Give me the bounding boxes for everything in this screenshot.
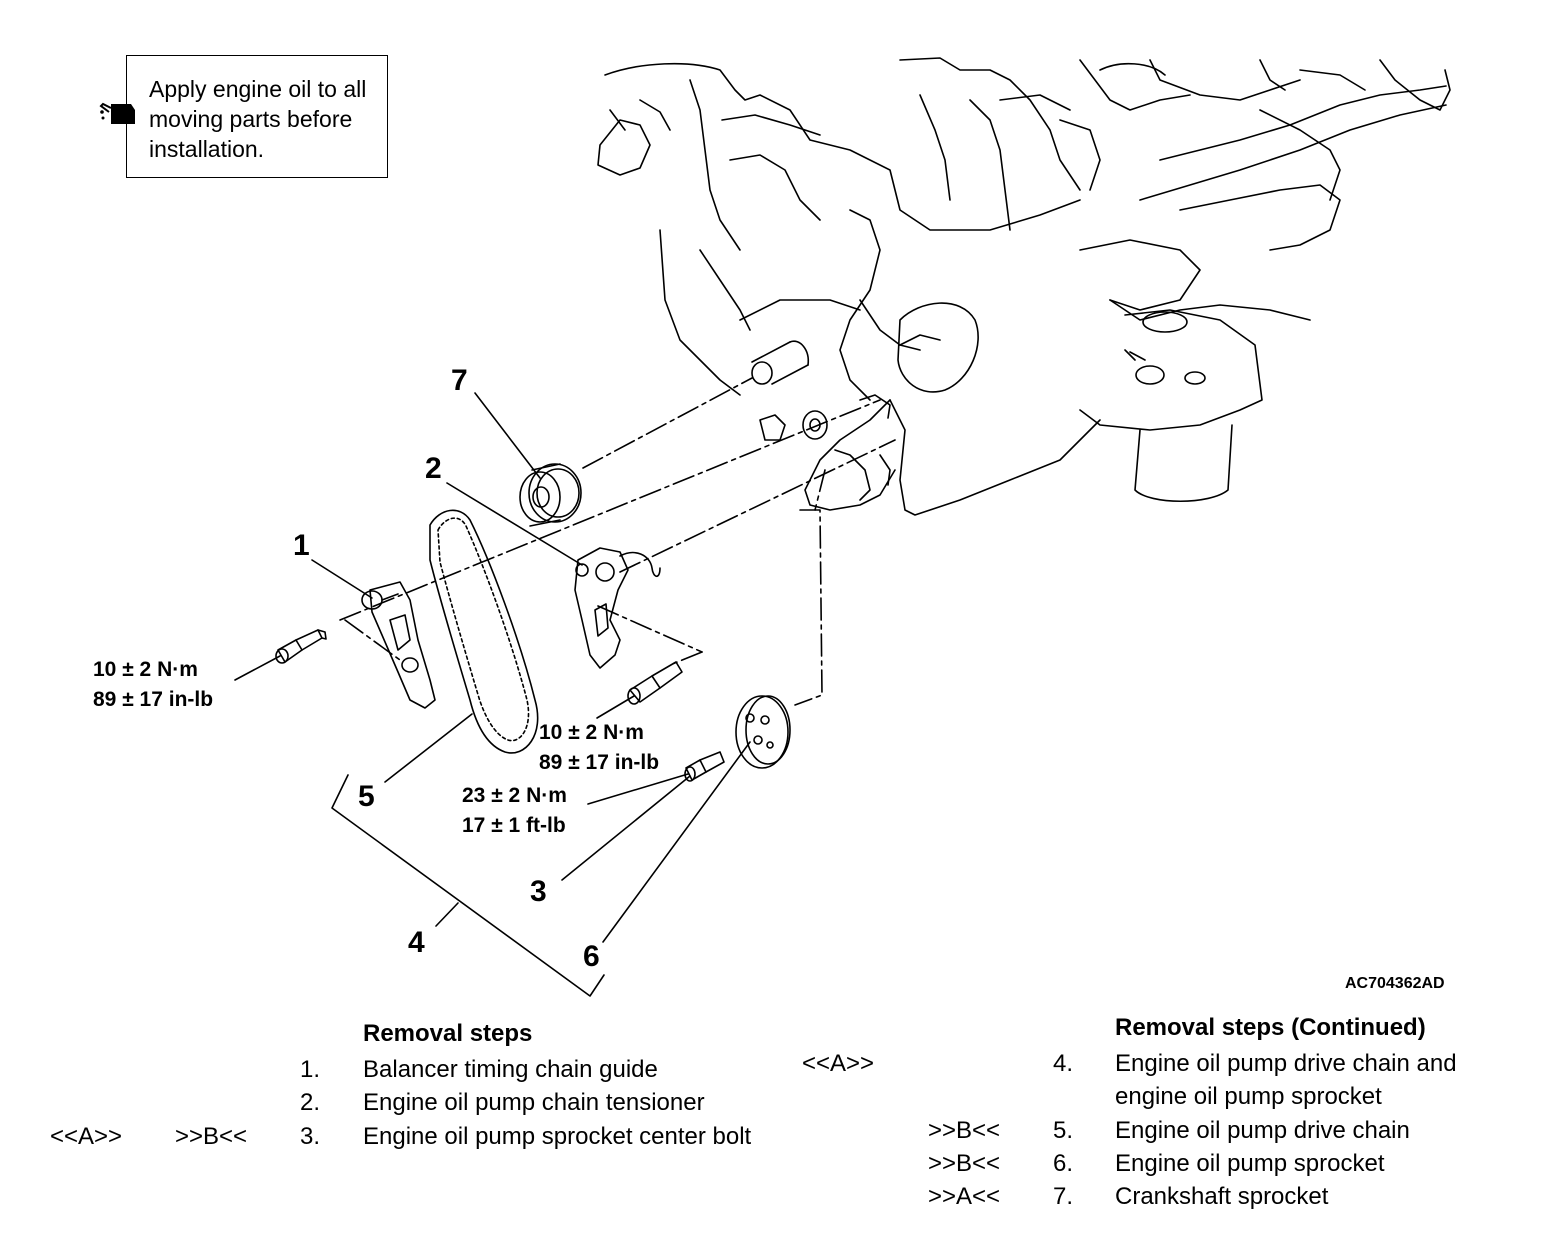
callout-1: 1 [293,529,310,562]
removal-steps-title: Removal steps [363,1020,533,1047]
step-text: Engine oil pump sprocket [1115,1150,1385,1177]
torque-imperial: 89 ± 17 in-lb [93,688,214,711]
step-text: Engine oil pump sprocket center bolt [363,1123,752,1150]
step-mark-b: >>B<< [928,1150,1001,1177]
torque-metric: 10 ± 2 N·m [93,658,198,681]
oil-pump-drive-chain [429,509,539,754]
step-text: Balancer timing chain guide [363,1056,658,1083]
step-text: Crankshaft sprocket [1115,1183,1329,1210]
step-mark-b: >>B<< [928,1117,1001,1144]
guide-bolt [275,629,327,664]
callout-2: 2 [425,452,442,485]
callout-3: 3 [530,875,547,908]
step-mark-b: >>B<< [175,1123,248,1150]
step-mark-a: <<A>> [802,1050,875,1077]
step-mark-a: <<A>> [50,1123,123,1150]
callout-7: 7 [451,364,468,397]
step-number: 1. [300,1056,321,1083]
step-text: Engine oil pump chain tensioner [363,1089,705,1116]
note-line-2: moving parts before [149,106,353,132]
step-number: 2. [300,1089,321,1116]
oil-can-icon [99,102,135,124]
engine-block [597,57,1451,516]
sprocket-center-bolt [684,751,725,782]
note-line-1: Apply engine oil to all [149,76,367,102]
step-number: 5. [1053,1117,1074,1144]
callout-6: 6 [583,940,600,973]
removal-steps-continued-title: Removal steps (Continued) [1115,1014,1426,1041]
torque-imperial: 17 ± 1 ft-lb [462,814,566,837]
callout-4: 4 [408,926,425,959]
step-number: 3. [300,1123,321,1150]
torque-spec-tensioner-bolt: 10 ± 2 N·m 89 ± 17 in-lb [539,718,659,778]
oil-note-text: Apply engine oil to all moving parts bef… [149,74,366,164]
torque-spec-center-bolt: 23 ± 2 N·m 17 ± 1 ft-lb [462,781,567,841]
callout-5: 5 [358,780,375,813]
figure-id: AC704362AD [1345,975,1445,992]
leader-lines [234,392,751,997]
step-number: 6. [1053,1150,1074,1177]
torque-spec-guide-bolt: 10 ± 2 N·m 89 ± 17 in-lb [93,655,213,715]
torque-imperial: 89 ± 17 in-lb [539,751,660,774]
note-line-3: installation. [149,136,265,162]
step-text: Engine oil pump drive chain [1115,1117,1410,1144]
step-number: 7. [1053,1183,1074,1210]
oil-pump-sprocket [735,695,791,769]
step-mark-a: >>A<< [928,1183,1001,1210]
alignment-lines [339,377,896,706]
oil-note-box: Apply engine oil to all moving parts bef… [99,55,388,178]
oil-pump-chain-tensioner [574,547,661,669]
torque-metric: 23 ± 2 N·m [462,784,567,807]
tensioner-bolt [627,661,683,705]
balancer-timing-chain-guide [361,581,436,709]
crankshaft-sprocket [519,463,582,527]
step-number: 4. [1053,1050,1074,1077]
step-text: Engine oil pump drive chain and engine o… [1115,1050,1457,1110]
torque-metric: 10 ± 2 N·m [539,721,644,744]
